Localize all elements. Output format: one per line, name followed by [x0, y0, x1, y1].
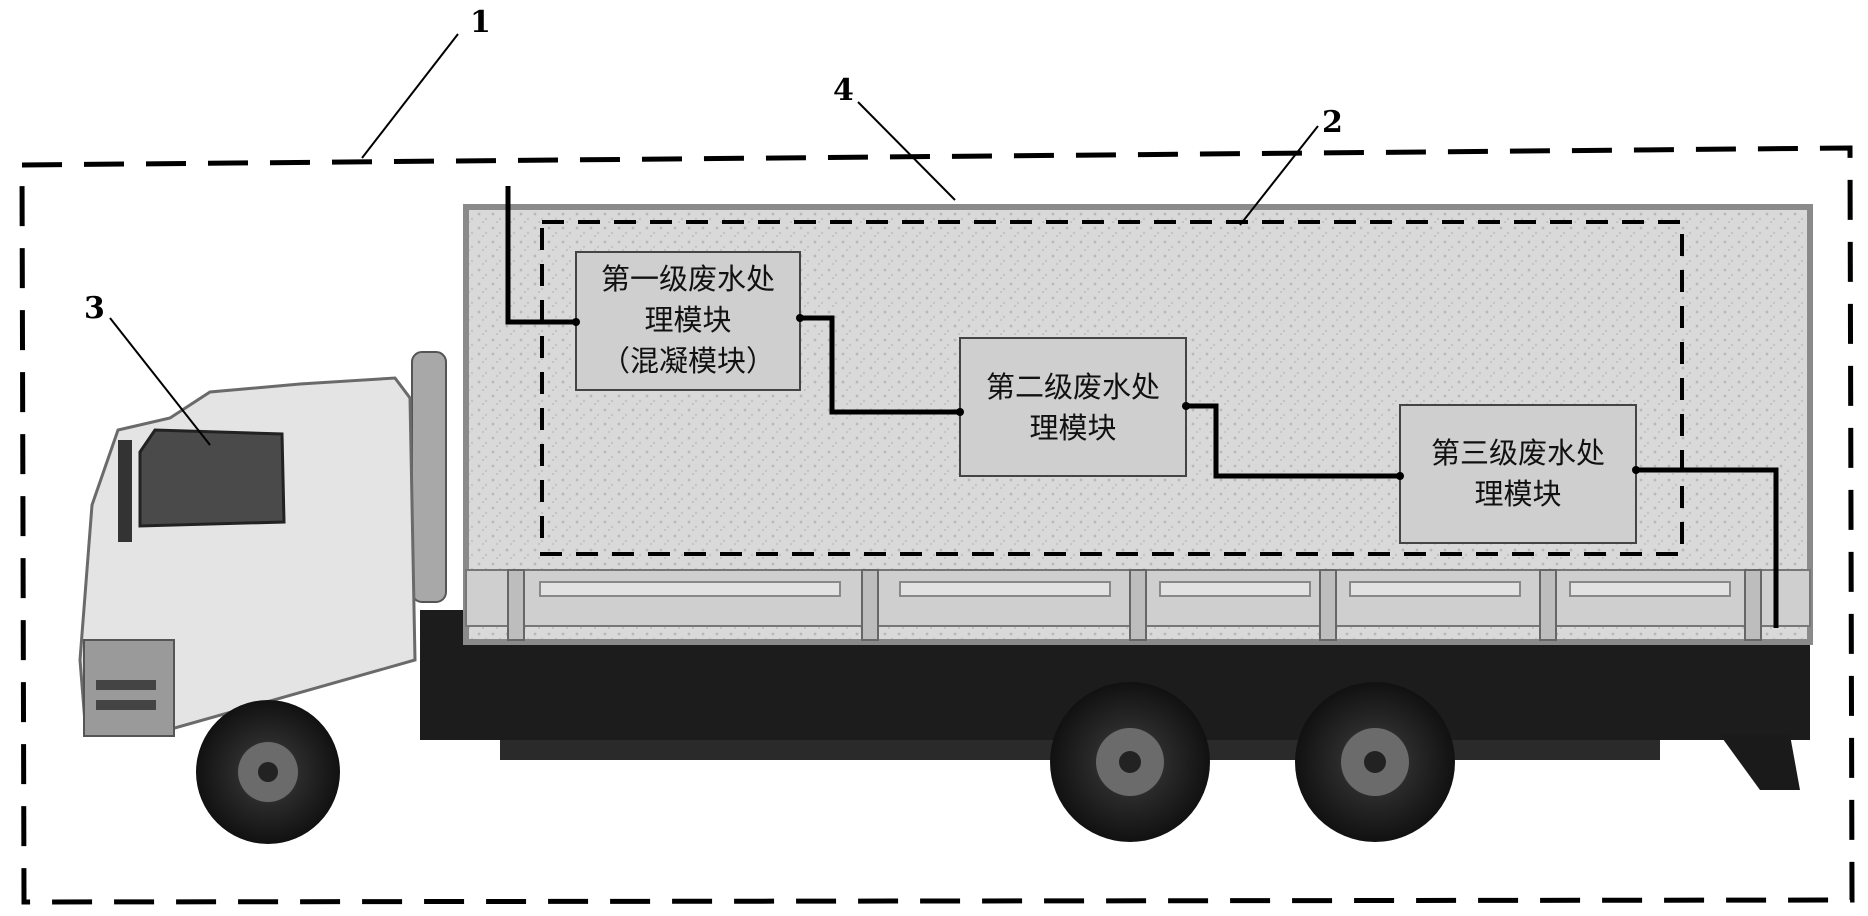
module-3-line2: 理模块: [1474, 477, 1561, 511]
leader-line-1: [361, 33, 459, 159]
cab-window: [138, 428, 286, 528]
module-1-box: [575, 251, 801, 391]
leader-line-3: [109, 317, 211, 446]
system-boundary-dashed: [19, 145, 1855, 905]
module-2-box: [959, 337, 1187, 477]
module-1: 第一级废水处 理模块 （混凝模块）: [572, 251, 804, 391]
side-mirror: [118, 440, 132, 542]
mud-flap: [1720, 735, 1800, 790]
callout-3: 3: [84, 291, 105, 326]
callout-1: 1: [470, 5, 491, 40]
front-wheel: [196, 700, 340, 844]
leader-line-4: [857, 101, 956, 201]
module-2: 第二级废水处 理模块: [956, 337, 1190, 477]
module-3: 第三级废水处 理模块: [1396, 404, 1640, 544]
module-1-line1: 第一级废水处: [601, 262, 775, 296]
water-pipeline: [505, 186, 576, 325]
leader-line-2: [1239, 125, 1319, 226]
module-2-line2: 理模块: [1029, 411, 1116, 445]
callout-4: 4: [833, 73, 854, 108]
treatment-system-boundary-dashed: [540, 220, 1684, 556]
callout-2: 2: [1322, 105, 1343, 140]
pipeline-outlet: [1636, 467, 1779, 628]
module-3-line1: 第三级废水处: [1431, 436, 1605, 470]
rail-posts: [507, 569, 1762, 641]
module-3-box: [1399, 404, 1637, 544]
pipeline-1-to-2: [800, 315, 960, 415]
pipeline-2-to-3: [1186, 403, 1400, 479]
rear-wheel-2: [1295, 682, 1455, 842]
rear-wheel-1: [1050, 682, 1210, 842]
module-1-line2: 理模块: [644, 303, 731, 337]
module-2-line1: 第二级废水处: [986, 370, 1160, 404]
exhaust-stack: [411, 351, 447, 603]
module-1-line3: （混凝模块）: [601, 344, 775, 378]
truck: [78, 204, 1813, 844]
